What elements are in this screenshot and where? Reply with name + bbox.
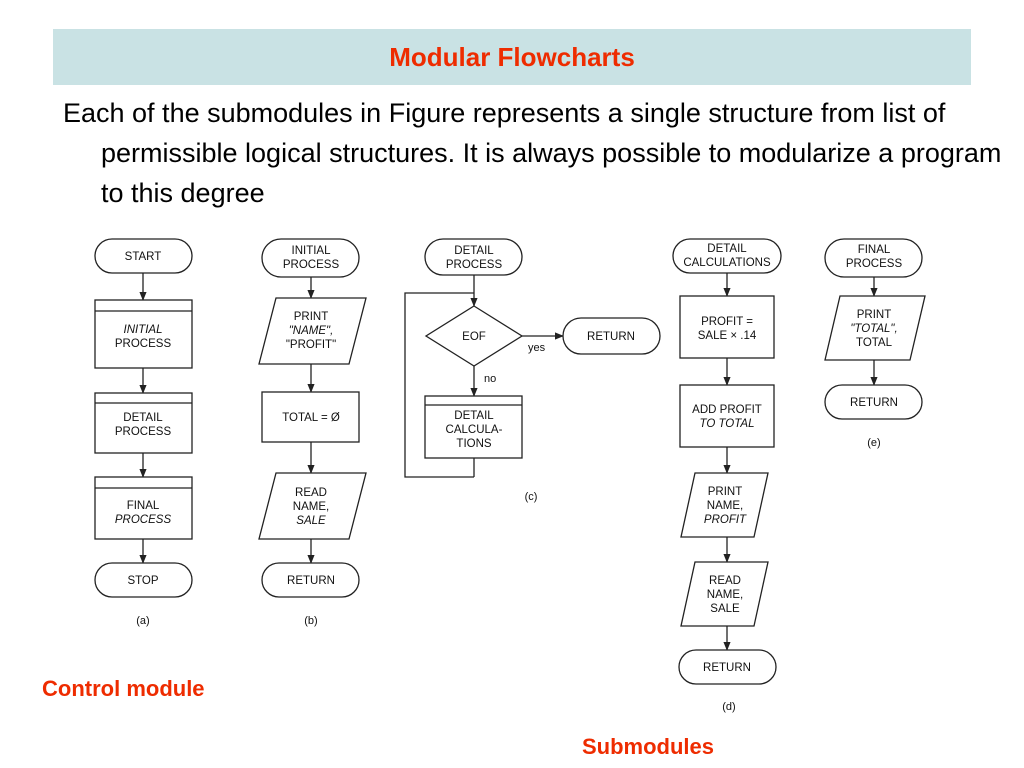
b-read-label-2: NAME, [293,501,329,513]
d-calc-label-2: CALCULATIONS [683,257,771,269]
a-final-label-1: FINAL [127,500,160,512]
a-detail-label-1: DETAIL [123,412,163,424]
d-figure-label: (d) [722,701,735,713]
title-bar: Modular Flowcharts [53,29,971,85]
d-add-profit-box [679,384,775,448]
c-figure-label: (c) [525,491,538,503]
d-read-label-1: READ [709,575,741,587]
e-final-label-2: PROCESS [846,258,903,270]
e-final-label-1: FINAL [858,244,891,256]
b-print-label-1: PRINT [294,311,329,323]
d-read-io [680,561,769,627]
c-calc-label-2: CALCULA- [446,424,503,436]
control-module-caption: Control module [42,676,205,701]
d-profit-box [679,295,775,359]
b-read-label-3: SALE [296,515,326,527]
a-start-label: START [125,251,162,263]
c-return-label: RETURN [587,331,635,343]
c-eof-label: EOF [462,331,486,343]
b-read-label-1: READ [295,487,327,499]
b-initial-label-2: PROCESS [283,259,340,271]
d-read-label-3: SALE [710,603,740,615]
e-figure-label: (e) [867,437,880,449]
e-return-terminal [824,384,923,420]
a-initial-label-1: INITIAL [124,324,163,336]
c-detail-label-1: DETAIL [454,245,494,257]
a-final-label-2: PROCESS [115,514,172,526]
body-text: Each of the submodules in Figure represe… [63,98,1002,208]
d-read-label-2: NAME, [707,589,743,601]
d-add-label-1: ADD PROFIT [692,404,762,416]
b-total-box [261,391,360,443]
d-profit-label-2: SALE × .14 [698,330,757,342]
c-calc-label-3: TIONS [456,438,491,450]
b-return-label: RETURN [287,575,335,587]
c-detail-label-2: PROCESS [446,259,503,271]
d-calc-label-1: DETAIL [707,243,747,255]
d-print-label-3: PROFIT [704,514,747,526]
c-detail-calculations-box [424,395,523,459]
d-return-terminal [678,649,777,685]
a-final-process-box [94,476,193,540]
b-total-label: TOTAL = Ø [282,412,340,424]
d-profit-label-1: PROFIT = [701,316,753,328]
e-print-label-3: TOTAL [856,337,893,349]
submodules-caption: Submodules [582,734,715,759]
c-no-label: no [484,373,496,385]
e-return-label: RETURN [850,397,898,409]
slide-title: Modular Flowcharts [389,42,635,72]
c-return-terminal [562,317,661,355]
c-yes-label: yes [528,342,546,354]
e-print-label-2: "TOTAL", [850,323,897,335]
a-stop-label: STOP [127,575,158,587]
b-print-label-3: "PROFIT" [286,339,336,351]
e-print-label-1: PRINT [857,309,892,321]
b-figure-label: (b) [304,615,317,627]
d-print-label-2: NAME, [707,500,743,512]
a-stop-terminal [94,562,193,598]
b-return-terminal [261,562,360,598]
c-loop-back-line [404,292,474,478]
c-calc-label-1: DETAIL [454,410,494,422]
e-print-io [824,295,926,361]
a-detail-label-2: PROCESS [115,426,172,438]
b-read-io [258,472,367,540]
d-add-label-2: TO TOTAL [700,418,755,430]
b-print-label-2: "NAME", [289,325,334,337]
a-figure-label: (a) [136,615,149,627]
d-print-io [680,472,769,538]
d-print-label-1: PRINT [708,486,743,498]
b-initial-label-1: INITIAL [292,245,332,257]
b-print-io [258,297,367,365]
d-return-label: RETURN [703,662,751,674]
a-initial-label-2: PROCESS [115,338,172,350]
